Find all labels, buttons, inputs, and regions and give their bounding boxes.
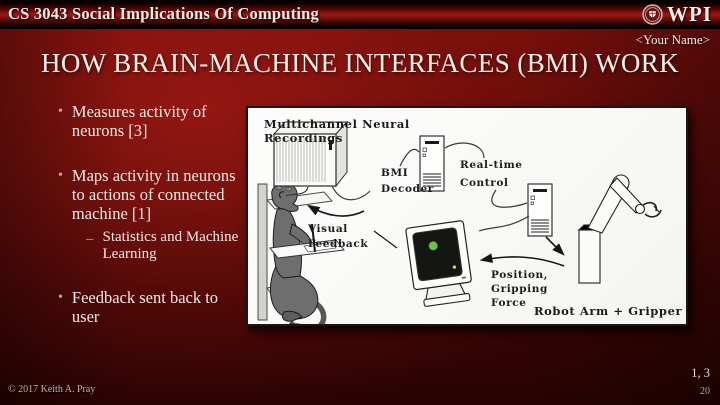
target-dot: [452, 265, 457, 269]
label-multichannel: Multichannel Neural: [264, 117, 410, 131]
robot-arm: [577, 174, 662, 284]
realtime-control-tower: [527, 183, 553, 237]
wpi-logo: WPI: [642, 2, 720, 27]
header-bar: CS 3043 Social Implications Of Computing…: [0, 0, 720, 29]
page-title: HOW BRAIN-MACHINE INTERFACES (BMI) WORK: [40, 48, 680, 78]
bullet-subitem-statistics: – Statistics and Machine Learning: [86, 229, 244, 264]
bullet-item-feedback: • Feedback sent back to user: [58, 288, 244, 327]
label-realtime: Real-time: [460, 159, 523, 171]
bullet-text: Statistics and Machine Learning: [102, 228, 239, 263]
bmi-diagram-panel: Multichannel Neural Recordings BMI Decod…: [246, 106, 688, 326]
bmi-decoder-tower: [419, 135, 445, 192]
wpi-wordmark: WPI: [667, 1, 712, 26]
label-position-2: Gripping: [491, 283, 548, 295]
bullet-text: Feedback sent back to user: [71, 288, 219, 327]
pen-icon: [311, 223, 316, 253]
bullet-marker: •: [58, 167, 63, 183]
reference-numbers: 1, 3: [691, 366, 710, 380]
label-position-3: Force: [491, 297, 527, 309]
bullet-marker: •: [58, 290, 63, 306]
page-number: 20: [700, 386, 710, 397]
recording-device: [272, 120, 349, 192]
label-pointer-line: [373, 230, 398, 249]
feedback-arrow: [306, 204, 365, 217]
bullet-text: Maps activity in neurons to actions of c…: [71, 165, 236, 223]
label-visual-2: Feedback: [308, 238, 368, 250]
bullet-text: Measures activity of neurons [3]: [71, 102, 207, 140]
flow-arrows: [306, 204, 565, 267]
control-arrow: [545, 236, 565, 256]
label-visual: Visual: [307, 223, 348, 235]
bullet-item-maps: • Maps activity in neurons to actions of…: [58, 165, 244, 224]
position-arrow: [479, 253, 565, 267]
sub-bullet-marker: –: [86, 230, 94, 247]
bullet-marker: •: [58, 104, 63, 119]
label-robot-arm: Robot Arm + Gripper: [534, 304, 682, 318]
label-bmi: BMI: [381, 167, 408, 179]
author-placeholder: <Your Name>: [635, 32, 710, 47]
label-multichannel-2: Recordings: [264, 131, 343, 145]
bmi-diagram: Multichannel Neural Recordings BMI Decod…: [257, 117, 682, 324]
label-bmi-2: Decoder: [381, 183, 434, 195]
label-realtime-2: Control: [460, 177, 509, 189]
cursor-dot: [428, 241, 439, 251]
crt-monitor: [405, 220, 472, 307]
footer-copyright: © 2017 Keith A. Pray: [8, 384, 96, 395]
work-tray: [269, 223, 345, 259]
label-position: Position,: [491, 269, 548, 281]
bullet-list: • Measures activity of neurons [3] • Map…: [58, 102, 244, 327]
signal-wires: [285, 142, 530, 232]
wpi-seal-icon: [642, 3, 663, 25]
course-title: CS 3043 Social Implications Of Computing: [8, 4, 319, 23]
bullet-item-measures: • Measures activity of neurons [3]: [58, 102, 244, 141]
